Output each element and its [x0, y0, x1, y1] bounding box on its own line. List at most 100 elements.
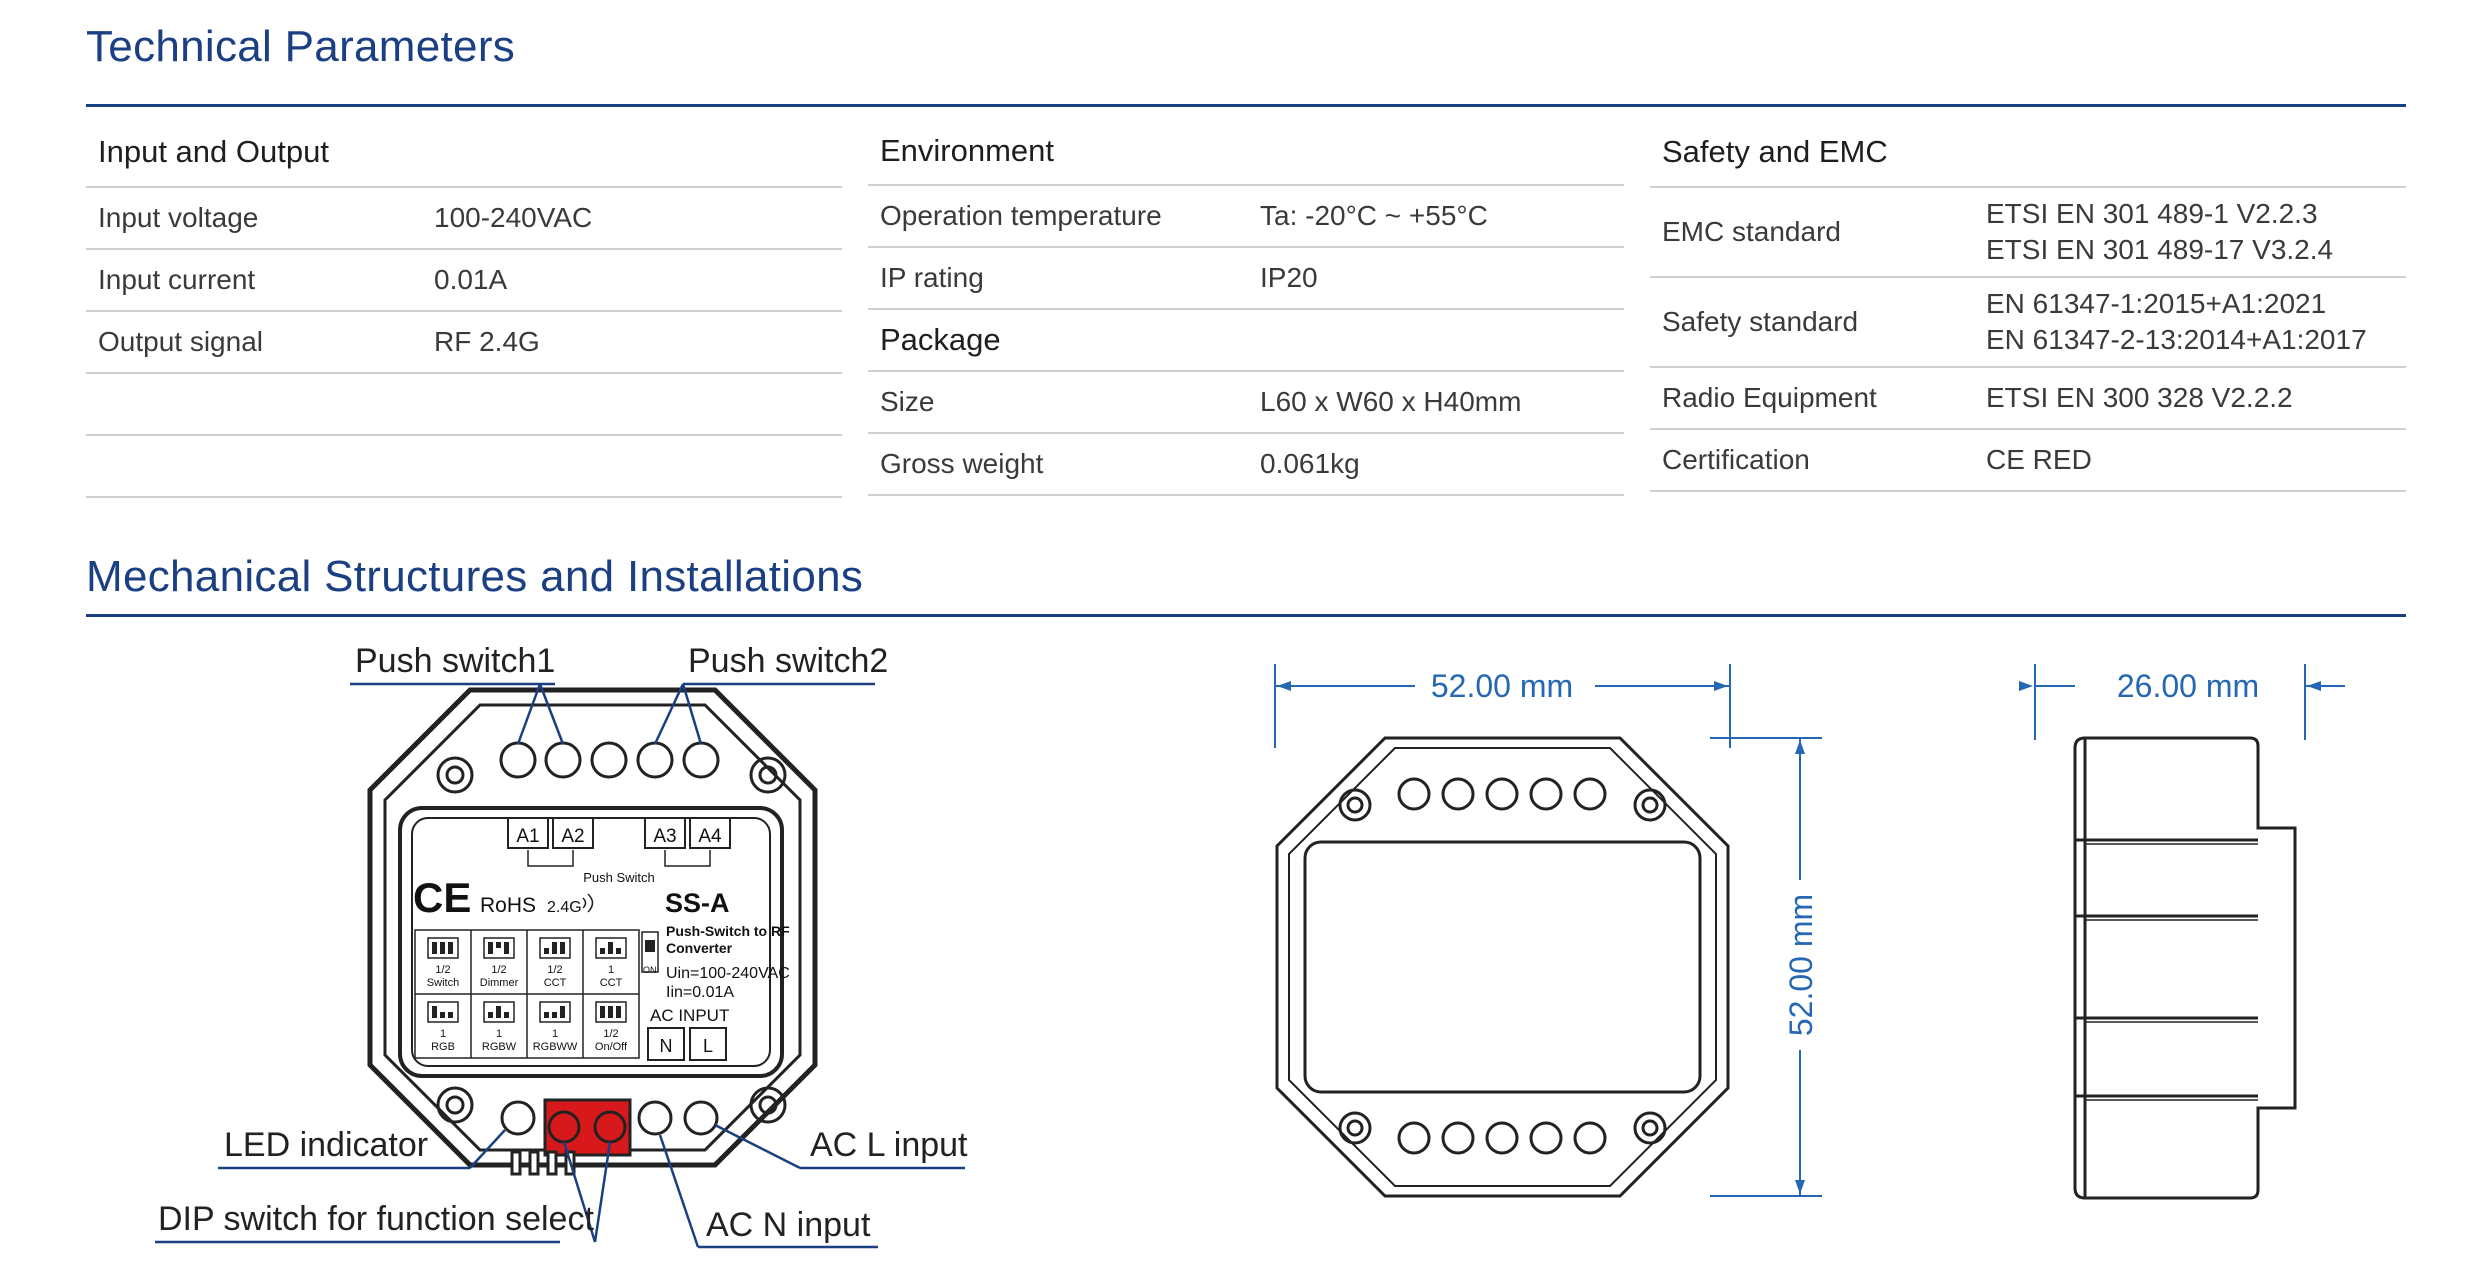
- empty-row: [86, 374, 842, 436]
- table-row: Operation temperature Ta: -20°C ~ +55°C: [868, 186, 1624, 248]
- voltage-label: Uin=100-240VAC: [666, 965, 790, 982]
- terminal-a4: A4: [698, 826, 722, 847]
- ac-input-label: AC INPUT: [650, 1006, 729, 1025]
- callout-led-indicator: LED indicator: [224, 1126, 428, 1164]
- n-terminal: N: [660, 1036, 673, 1056]
- param-value-line: ETSI EN 301 489-1 V2.2.3: [1986, 198, 2318, 229]
- device-label: A1 A2 A3 A4 Push Switch CE RoHS 2.4G SS-…: [413, 817, 790, 1061]
- outline-side-view: [2073, 736, 2297, 1200]
- rohs-mark: RoHS: [480, 894, 536, 917]
- section-divider: [86, 104, 2406, 107]
- param-key: Radio Equipment: [1662, 382, 1877, 413]
- dip-mode-line1: 1: [552, 1028, 558, 1040]
- callout-push-switch-1: Push switch1: [355, 642, 555, 680]
- callout-ac-n-input: AC N input: [706, 1206, 871, 1244]
- dip-mode-line2: CCT: [600, 977, 623, 989]
- param-value: CE RED: [1986, 444, 2092, 475]
- dip-mode-grid: [414, 929, 640, 1059]
- safety-emc-heading-row: Safety and EMC: [1650, 118, 2406, 188]
- param-key: Safety standard: [1662, 306, 1859, 337]
- package-heading-row: Package: [868, 310, 1624, 372]
- dip-mode-line1: 1/2: [435, 964, 450, 976]
- callout-push-switch-2: Push switch2: [688, 642, 888, 680]
- environment-heading-row: Environment: [868, 118, 1624, 186]
- terminal-a1: A1: [516, 826, 539, 847]
- param-value: ETSI EN 300 328 V2.2.2: [1986, 382, 2293, 413]
- push-switch-label: Push Switch: [583, 870, 655, 885]
- callout-dip-switch: DIP switch for function select: [158, 1200, 594, 1238]
- rf-mark: 2.4G: [547, 899, 582, 916]
- dimension-lines: [1274, 664, 2345, 1197]
- dip-mode-line1: 1: [440, 1028, 446, 1040]
- on-label: ON: [643, 965, 657, 975]
- mechanical-title: Mechanical Structures and Installations: [86, 552, 864, 601]
- l-terminal: L: [703, 1036, 713, 1056]
- technical-parameters-title: Technical Parameters: [86, 22, 516, 71]
- table-row: Certification CE RED: [1650, 430, 2406, 492]
- empty-row: [86, 436, 842, 498]
- param-value: RF 2.4G: [434, 326, 540, 357]
- dip-mode-line2: RGBWW: [533, 1041, 578, 1053]
- input-output-table: Input and Output Input voltage 100-240VAC…: [86, 118, 842, 498]
- dip-mode-line1: 1: [496, 1028, 502, 1040]
- dip-mode-line2: On/Off: [595, 1041, 628, 1053]
- param-key: Operation temperature: [880, 200, 1162, 231]
- callout-ac-l-input: AC L input: [810, 1126, 968, 1164]
- dimension-width: 52.00 mm: [1431, 668, 1573, 704]
- dip-mode-line1: 1/2: [491, 964, 506, 976]
- outline-front-view: [1275, 736, 1730, 1198]
- dip-mode-line2: CCT: [544, 977, 567, 989]
- callout-leaders: [155, 682, 965, 1249]
- table-row: Radio Equipment ETSI EN 300 328 V2.2.2: [1650, 368, 2406, 430]
- param-value-line: EN 61347-2-13:2014+A1:2017: [1986, 324, 2367, 355]
- table-row: IP rating IP20: [868, 248, 1624, 310]
- environment-heading: Environment: [880, 133, 1055, 168]
- param-key: Input current: [98, 264, 256, 295]
- param-value-line: EN 61347-1:2015+A1:2021: [1986, 288, 2327, 319]
- input-output-heading: Input and Output: [98, 134, 329, 169]
- dip-mode-line2: RGBW: [482, 1041, 517, 1053]
- dip-mode-line2: Switch: [427, 977, 459, 989]
- param-value-line: ETSI EN 301 489-17 V3.2.4: [1986, 234, 2334, 265]
- current-label: Iin=0.01A: [666, 984, 734, 1001]
- param-key: Output signal: [98, 326, 263, 357]
- ce-mark: CE: [413, 874, 471, 921]
- environment-table: Environment Operation temperature Ta: -20…: [868, 118, 1624, 496]
- input-output-heading-row: Input and Output: [86, 118, 842, 188]
- section-divider: [86, 614, 2406, 617]
- param-key: Certification: [1662, 444, 1810, 475]
- dip-mode-line2: Dimmer: [480, 977, 519, 989]
- dip-mode-line1: 1/2: [547, 964, 562, 976]
- dip-pattern-icons: [427, 937, 627, 1023]
- terminal-a3: A3: [653, 826, 676, 847]
- param-value: EN 61347-1:2015+A1:2021 EN 61347-2-13:201…: [1986, 286, 2367, 358]
- safety-emc-heading: Safety and EMC: [1662, 134, 1888, 169]
- product-line1: Push-Switch to RF: [666, 923, 790, 939]
- dip-mode-line1: 1/2: [603, 1028, 618, 1040]
- param-key: EMC standard: [1662, 216, 1841, 247]
- dip-mode-line2: RGB: [431, 1041, 455, 1053]
- table-row: Output signal RF 2.4G: [86, 312, 842, 374]
- model-name: SS-A: [665, 888, 730, 918]
- dimension-arrows: [1277, 681, 2321, 1194]
- wireless-icon: [582, 893, 594, 913]
- param-key: Input voltage: [98, 202, 259, 233]
- terminal-a2: A2: [561, 826, 584, 847]
- param-value: 100-240VAC: [434, 202, 593, 233]
- param-key: IP rating: [880, 262, 984, 293]
- dimension-height: 52.00 mm: [1783, 894, 1819, 1036]
- table-row: Input voltage 100-240VAC: [86, 188, 842, 250]
- param-value: Ta: -20°C ~ +55°C: [1260, 200, 1488, 231]
- param-value: IP20: [1260, 262, 1318, 293]
- param-value: 0.061kg: [1260, 448, 1360, 479]
- package-heading: Package: [880, 322, 1001, 357]
- dip-mode-line1: 1: [608, 964, 614, 976]
- dimension-depth: 26.00 mm: [2117, 668, 2259, 704]
- param-key: Size: [880, 386, 935, 417]
